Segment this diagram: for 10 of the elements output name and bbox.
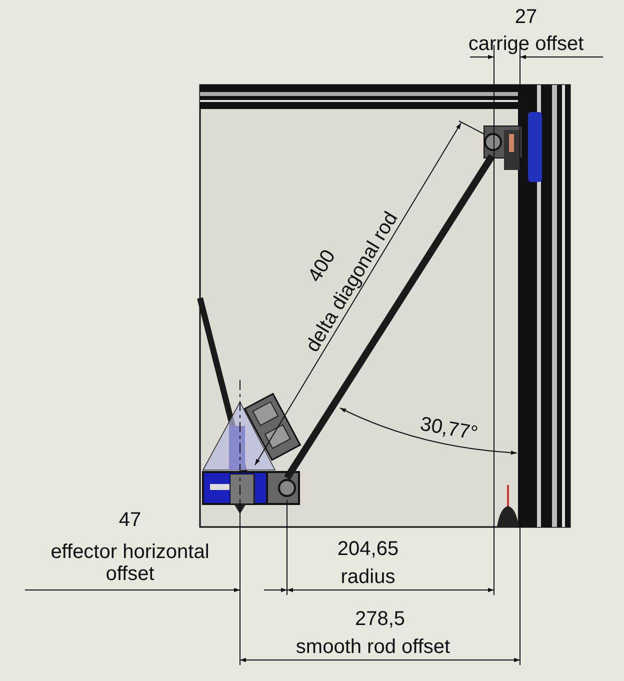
dimension-label: carrige offset (468, 33, 584, 55)
angle-value: 30,77° (418, 413, 480, 445)
dimension-label: radius (340, 566, 396, 588)
dimension-value: 27 (514, 6, 538, 28)
dimension-label: smooth rod offset (296, 636, 450, 658)
dimension-label: effector horizontal offset (50, 541, 210, 585)
dimension-value: 278,5 (354, 608, 406, 630)
dimension-value: 400 (304, 246, 340, 286)
dimension-value: 204,65 (337, 538, 399, 560)
dimension-value: 47 (118, 509, 142, 531)
